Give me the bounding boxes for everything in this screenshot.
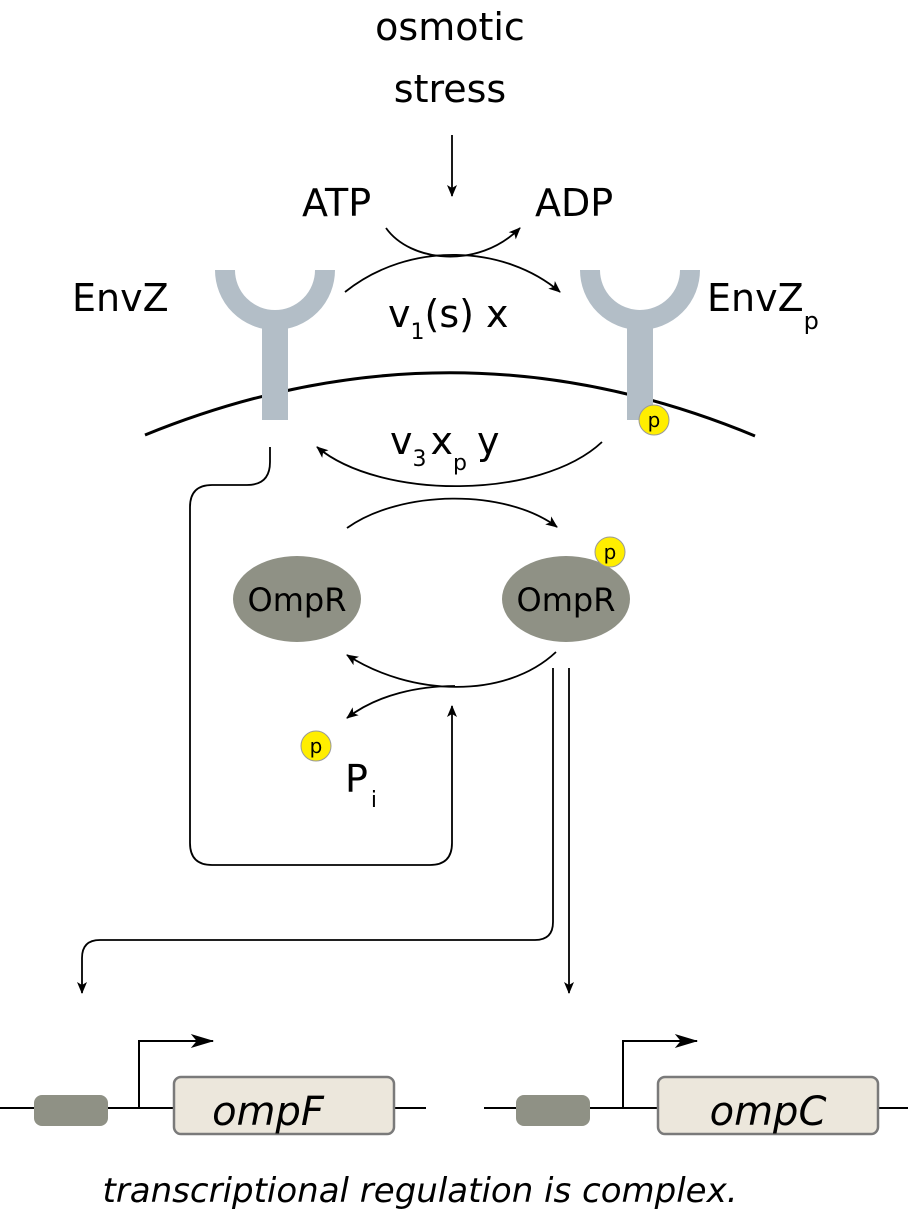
phosphorylation-arrow [344,253,561,293]
ompc-promoter-arrow [622,1034,699,1108]
dephosphorylation-envz-arrow [316,441,603,488]
adp-label: ADP [535,181,613,225]
ompf-gene-box [172,1075,396,1136]
ompc-gene-box [656,1075,880,1136]
ompf-promoter-arrow [138,1034,215,1108]
caption: transcriptional regulation is complex. [102,1171,737,1211]
cell-membrane [144,371,756,438]
envz-p-receptor [580,269,700,420]
ompc-gene-label: ompC [710,1089,827,1135]
stimulus-line2: stress [394,67,506,111]
pi-phospho-badge: p [300,730,332,762]
svg-text:p: p [648,408,661,432]
ompf-binding-site [34,1095,108,1126]
svg-text:OmpR: OmpR [248,581,347,619]
ompf-gene-label: ompF [212,1089,325,1135]
phosphatase-feedback-arrow [189,447,457,866]
ompr-phospho-badge: p [594,536,626,568]
svg-text:p: p [310,734,323,758]
ompf-regulation-arrow [77,668,554,994]
atp-label: ATP [302,181,371,225]
v1-rate-label: v1(s) x [388,292,509,345]
envz-receptor [215,269,335,420]
stimulus-line1: osmotic [375,5,525,49]
ompr-p-node: OmpR [502,556,630,642]
envz-phospho-badge: p [638,404,670,436]
ompc-binding-site [516,1095,590,1126]
svg-text:OmpR: OmpR [517,581,616,619]
ompr-phosphorylation-arrow [346,497,558,529]
atp-adp-arrow [385,227,521,258]
envz-label: EnvZ [72,276,169,320]
svg-text:p: p [604,540,617,564]
envz-p-label: EnvZp [707,276,819,335]
ompr-dephosphorylation-arrow [346,651,557,688]
ompr-node: OmpR [233,556,361,642]
pi-release-arrow [346,685,456,719]
